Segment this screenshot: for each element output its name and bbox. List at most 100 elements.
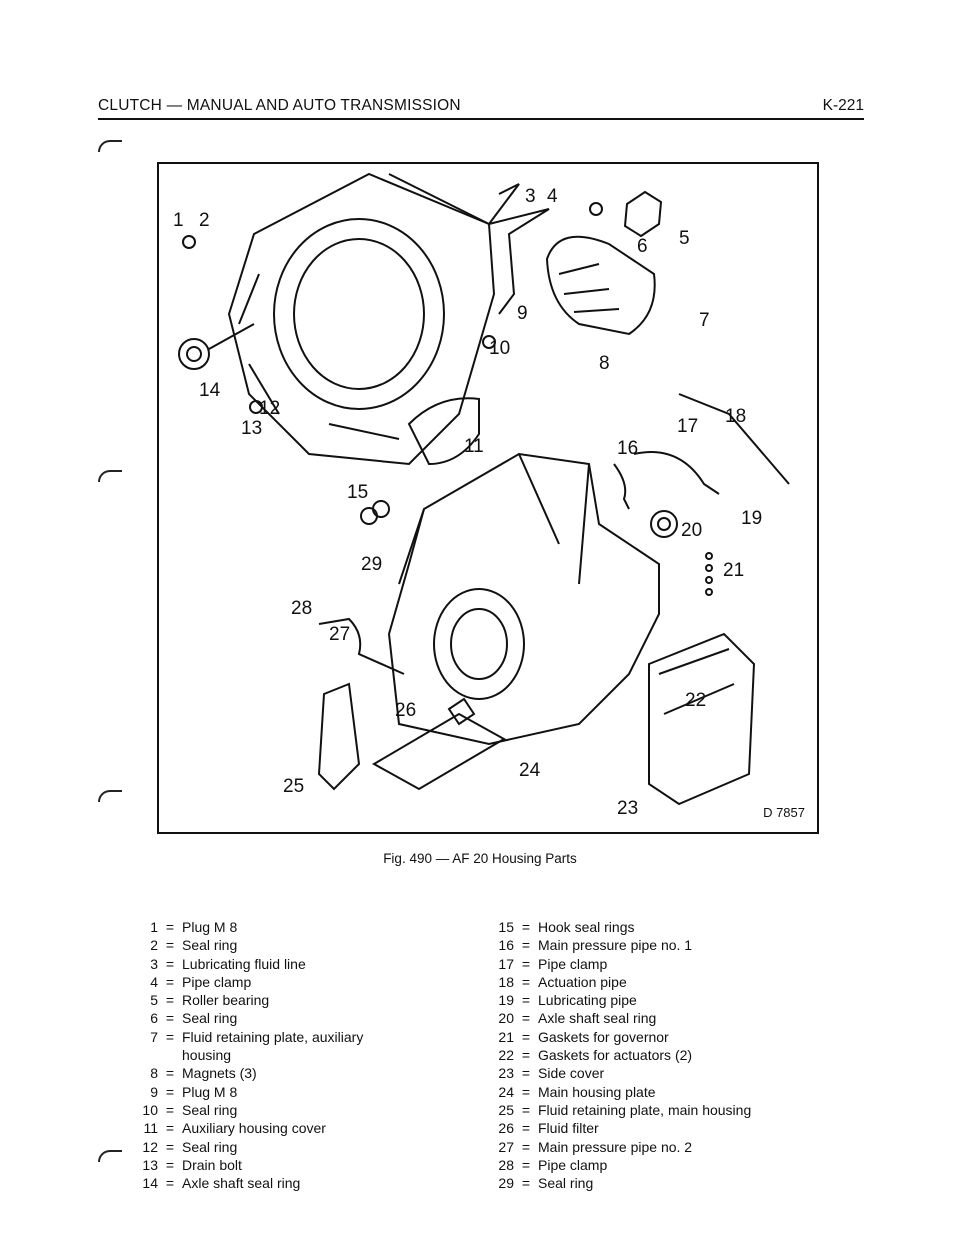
legend-item: 19 = Lubricating pipe (486, 991, 751, 1009)
callout-number: 1 (173, 210, 184, 231)
legend-equals: = (521, 1175, 531, 1192)
lubricating-pipe (633, 451, 720, 495)
legend-item-number: 18 (498, 973, 514, 990)
callout-number: 28 (291, 598, 312, 619)
legend-item-text: Fluid retaining plate, main housing (538, 1101, 752, 1118)
fluid-retaining-plate-aux (545, 235, 656, 336)
callout-number: 21 (723, 560, 744, 581)
legend-item-text: Drain bolt (182, 1156, 242, 1173)
legend-item-number: 12 (142, 1138, 158, 1155)
callout-number: 16 (617, 438, 638, 459)
legend-equals: = (165, 1175, 175, 1192)
legend-item-text: Roller bearing (182, 992, 270, 1009)
legend-item-text: Axle shaft seal ring (538, 1010, 657, 1027)
legend-item-text: Fluid retaining plate, auxiliary (182, 1028, 364, 1045)
lubricating-fluid-line (488, 208, 550, 315)
legend-item-continuation: housing (182, 1047, 232, 1064)
legend-equals: = (521, 1065, 531, 1082)
callout-number: 9 (517, 303, 528, 324)
side-cover (648, 632, 756, 806)
legend-equals: = (165, 1138, 175, 1155)
callout-number: 19 (741, 508, 762, 529)
legend-item: 1=Plug M 8 (130, 918, 363, 936)
legend-item-text: Pipe clamp (538, 955, 608, 972)
fluid-retaining-plate-main (317, 682, 361, 791)
axle-shaft-seal-ring-20 (650, 510, 678, 538)
legend-item: 9 = Plug M 8 (130, 1083, 363, 1101)
callout-number: 13 (241, 418, 262, 439)
legend-equals: = (521, 992, 531, 1009)
legend-item-number: 24 (498, 1083, 514, 1100)
legend-item-text: Seal ring (182, 937, 238, 954)
callout-number: 24 (519, 760, 541, 781)
legend-item-number: 8 (150, 1065, 158, 1082)
hook-seal-ring (360, 507, 378, 525)
legend-item-text: Plug M 8 (182, 1083, 238, 1100)
auxiliary-housing-cover (407, 397, 480, 466)
margin-mark (98, 470, 122, 482)
legend-item-text: Magnets (3) (182, 1065, 257, 1082)
legend-item: 13=Drain bolt (130, 1156, 363, 1174)
legend-item-number: 17 (498, 955, 514, 972)
roller-bearing (623, 190, 663, 238)
legend-item-number: 13 (142, 1156, 158, 1173)
legend-equals: = (521, 1047, 531, 1064)
legend-item-text: Lubricating fluid line (182, 955, 306, 972)
callout-number: 10 (489, 338, 510, 359)
legend-equals: = (521, 1101, 531, 1118)
legend-item-number: 16 (498, 937, 514, 954)
legend-item: 25=Fluid retaining plate, main housing (486, 1101, 751, 1119)
legend-item: 7=Fluid retaining plate, auxiliary (130, 1028, 363, 1046)
legend-item: 28=Pipe clamp (486, 1156, 751, 1174)
legend-item: 24=Main housing plate (486, 1083, 751, 1101)
callout-number: 2 (199, 210, 210, 231)
callout-number: 26 (395, 700, 416, 721)
legend-item-number: 22 (498, 1047, 514, 1064)
legend-equals: = (165, 955, 175, 972)
auxiliary-housing-bore (273, 218, 445, 410)
callout-number: 29 (361, 554, 382, 575)
legend-item-number: 21 (498, 1028, 514, 1045)
legend-item: 16=Main pressure pipe no. 1 (486, 936, 751, 954)
callout-number: 4 (547, 186, 558, 207)
legend-item-number: 9 (150, 1083, 158, 1100)
margin-mark (98, 140, 122, 152)
legend-item-number: 26 (498, 1120, 514, 1137)
legend-item-text: Pipe clamp (182, 973, 252, 990)
legend-item: 10=Seal ring (130, 1101, 363, 1119)
legend-equals: = (165, 1028, 175, 1045)
figure-caption: Fig. 490 — AF 20 Housing Parts (383, 851, 577, 866)
legend-item-text: Gaskets for governor (538, 1028, 669, 1045)
legend-item: 5=Roller bearing (130, 991, 363, 1009)
actuation-pipe (678, 393, 790, 485)
page-number: K-221 (822, 97, 864, 114)
legend-item-number: 15 (498, 919, 514, 935)
callout-number: 27 (329, 624, 350, 645)
legend-item-text: Seal ring (182, 1138, 238, 1155)
callout-number: 12 (259, 398, 280, 419)
legend-item: 14=Axle shaft seal ring (130, 1174, 363, 1192)
legend-item: 18=Actuation pipe (486, 973, 751, 991)
legend-equals: = (165, 919, 175, 935)
legend-item-text: Actuation pipe (538, 973, 627, 990)
legend-item-text: Lubricating pipe (538, 992, 637, 1009)
callout-number: 25 (283, 776, 304, 797)
main-pressure-pipe-2 (318, 617, 405, 675)
legend-item-number: 19 (498, 992, 514, 1009)
legend-equals: = (521, 919, 531, 935)
legend-equals: = (521, 937, 531, 954)
legend-item-text: Hook seal rings (538, 919, 635, 935)
section-title: CLUTCH — MANUAL AND AUTO TRANSMISSION (98, 97, 461, 114)
legend-equals: = (165, 1083, 175, 1100)
callout-number: 5 (679, 228, 690, 249)
legend-item-number: 23 (498, 1065, 514, 1082)
legend-equals: = (521, 1028, 531, 1045)
main-housing (387, 452, 660, 746)
legend-item-text: Plug M 8 (182, 919, 238, 935)
callout-number: 17 (677, 416, 698, 437)
legend-item: 2=Seal ring (130, 936, 363, 954)
legend-item-number: 10 (142, 1101, 158, 1118)
legend-item: 8=Magnets (3) (130, 1064, 363, 1082)
